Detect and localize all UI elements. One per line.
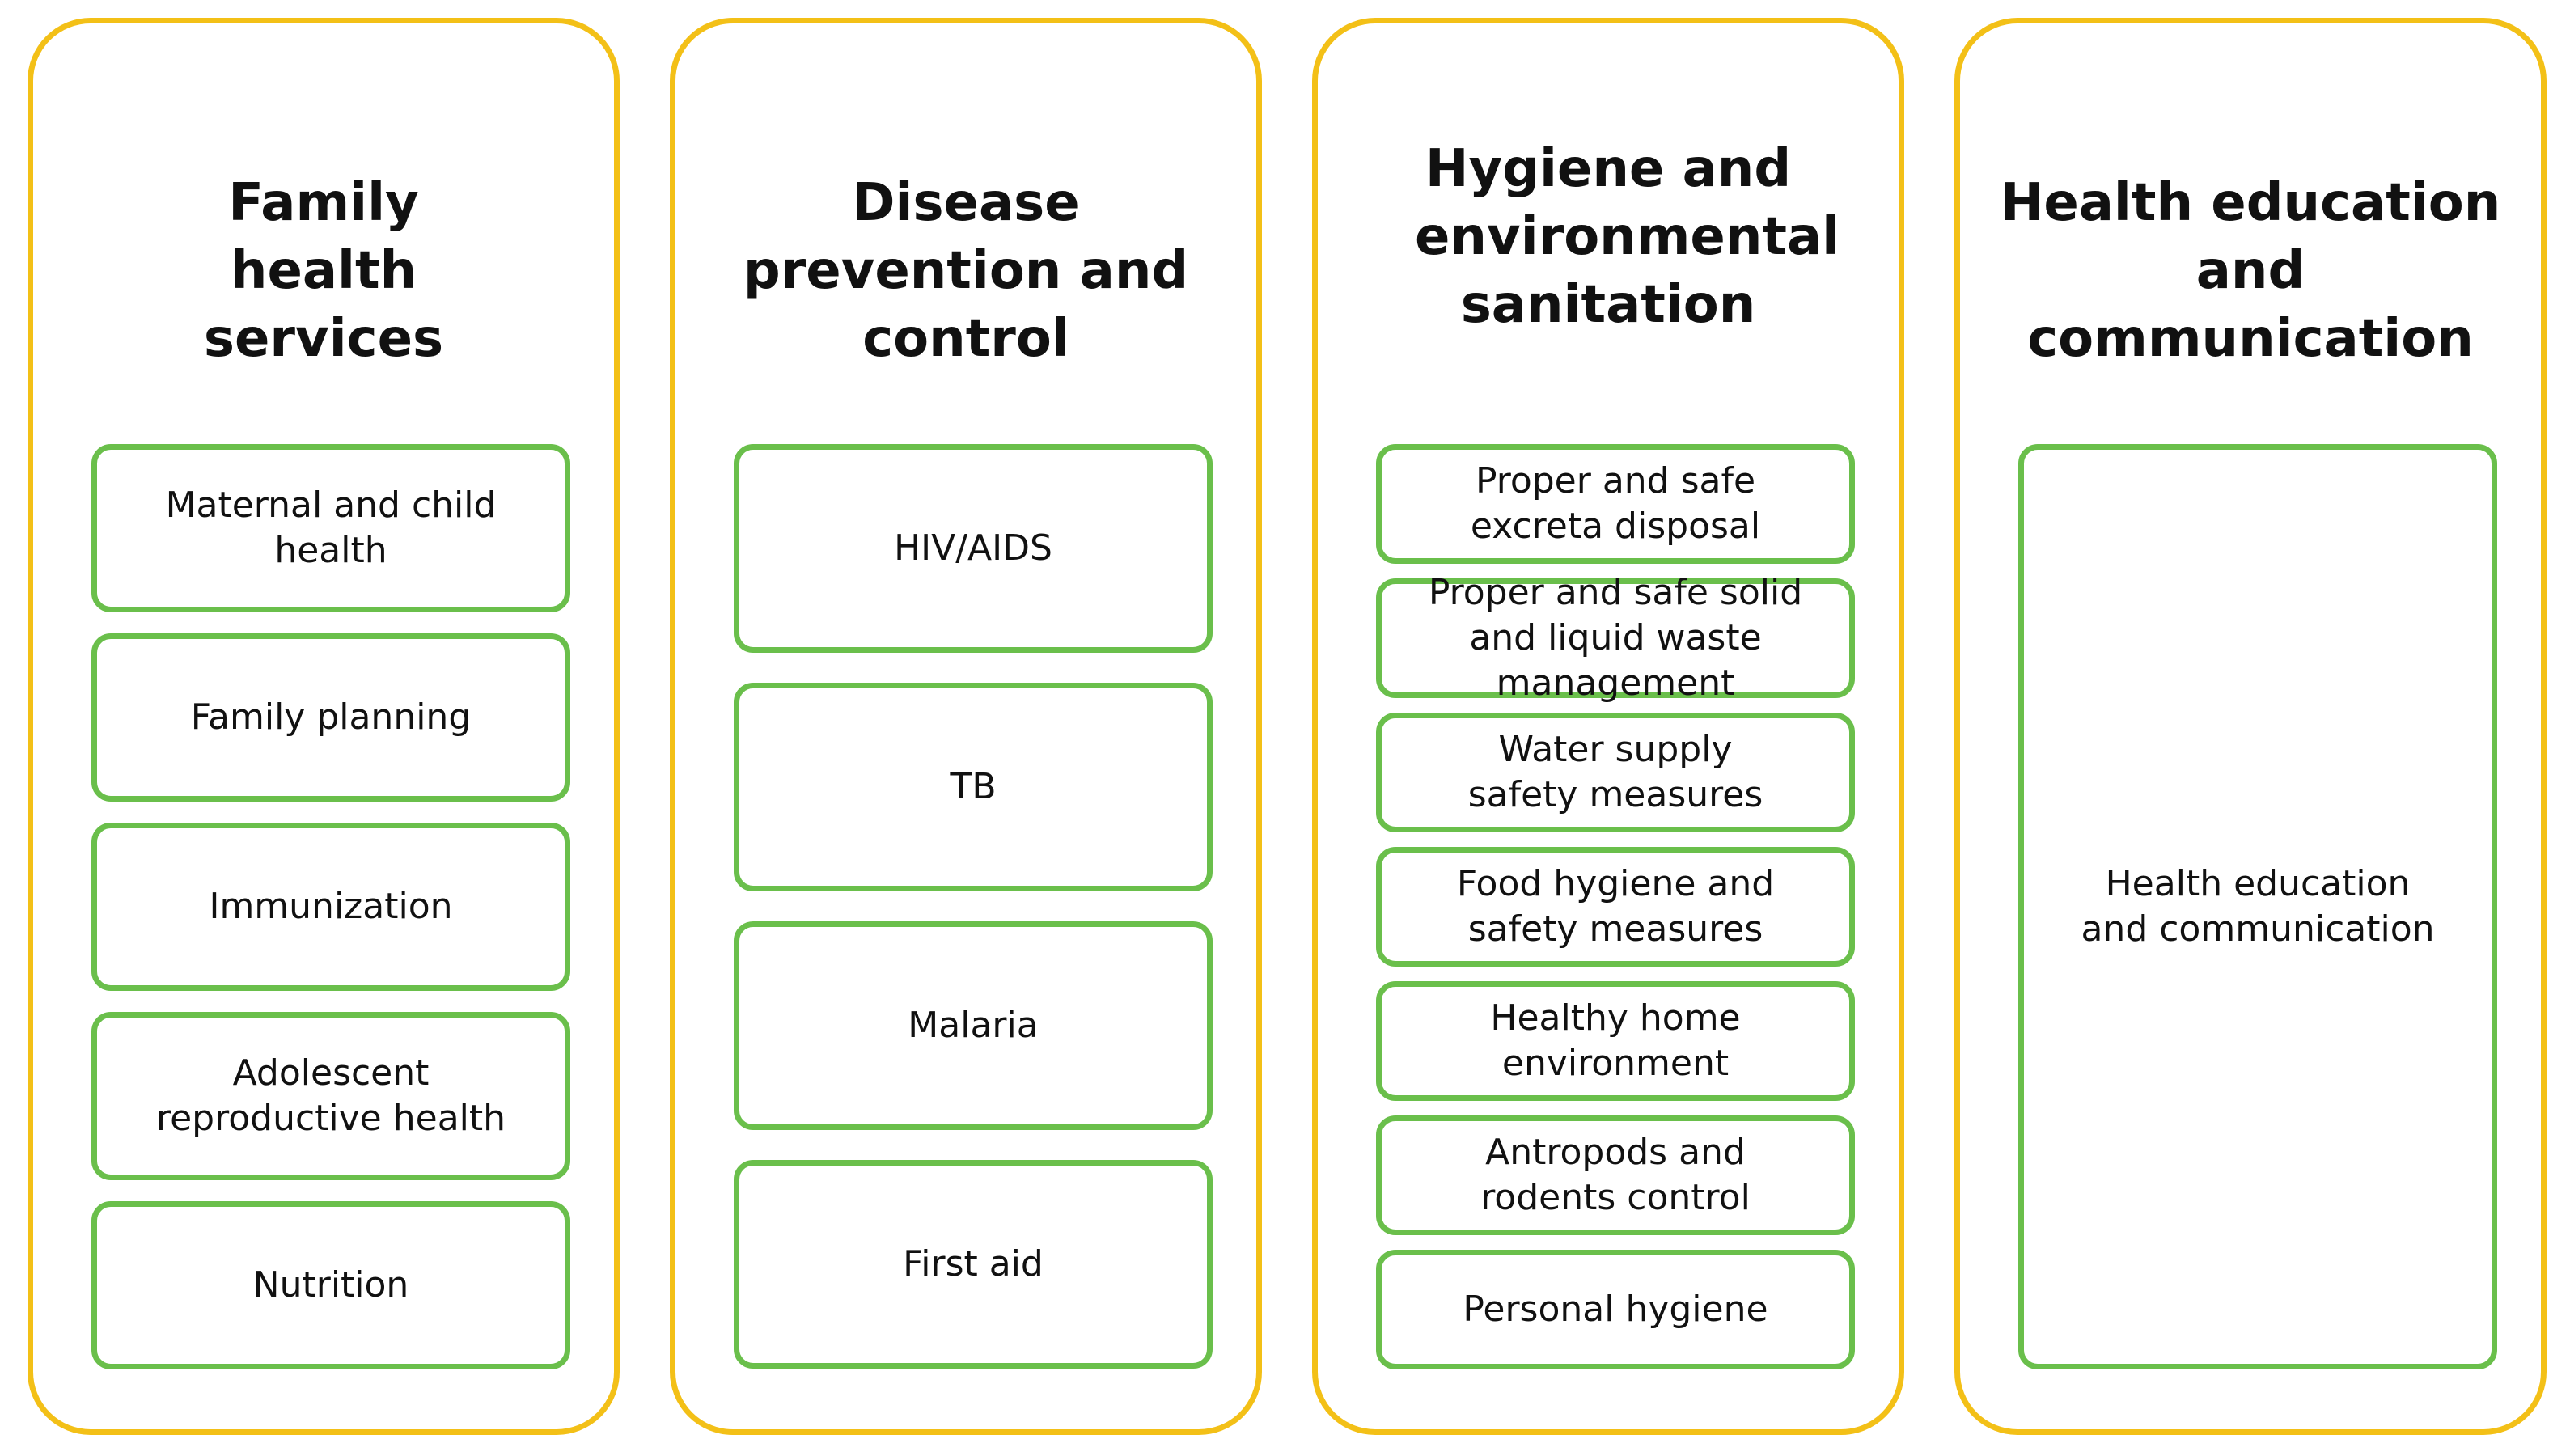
service-box: Health education and communication xyxy=(2018,444,2497,1369)
column-title: Hygiene and environmental sanitation xyxy=(1415,139,1840,335)
service-box: Antropods and rodents control xyxy=(1376,1115,1855,1235)
column-disease-prevention-and-control: Disease prevention and control HIV/AIDS … xyxy=(670,18,1262,1435)
column-family-health-services: Family health services Maternal and chil… xyxy=(28,18,620,1435)
service-box: Water supply safety measures xyxy=(1376,713,1855,832)
service-box: Food hygiene and safety measures xyxy=(1376,847,1855,967)
service-box: Immunization xyxy=(91,823,570,991)
service-box: HIV/AIDS xyxy=(734,444,1213,653)
service-box: TB xyxy=(734,683,1213,891)
service-box: First aid xyxy=(734,1160,1213,1369)
service-box: Proper and safe excreta disposal xyxy=(1376,444,1855,564)
column-hygiene-and-environmental-sanitation: Hygiene and environmental sanitation Pro… xyxy=(1312,18,1904,1435)
service-box: Healthy home environment xyxy=(1376,981,1855,1101)
service-box: Adolescent reproductive health xyxy=(91,1012,570,1180)
service-box: Personal hygiene xyxy=(1376,1250,1855,1369)
service-box: Proper and safe solid and liquid waste m… xyxy=(1376,572,1855,704)
service-box: Malaria xyxy=(734,921,1213,1130)
column-health-education-and-communication: Health education and communication Healt… xyxy=(1954,18,2547,1435)
service-box: Nutrition xyxy=(91,1201,570,1369)
service-box: Family planning xyxy=(91,633,570,802)
column-title: Health education and communication xyxy=(2000,173,2501,369)
column-title: Disease prevention and control xyxy=(743,173,1189,369)
service-box: Maternal and child health xyxy=(91,444,570,612)
column-title: Family health services xyxy=(203,173,444,369)
